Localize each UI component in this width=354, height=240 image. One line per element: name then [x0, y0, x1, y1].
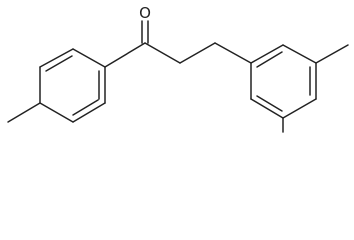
right-ring-inner-bond [256, 95, 283, 112]
right-ring-bond [250, 98, 284, 119]
right-methyl-bond-upper [315, 44, 349, 64]
structure-diagram: O [7, 4, 349, 133]
left-ring-bond [72, 102, 106, 123]
left-ring-bond [72, 48, 106, 68]
ketone-chain [104, 20, 252, 68]
carbonyl-oxygen-label: O [139, 4, 151, 22]
right-ring-bond [250, 44, 284, 64]
right-ring-bond [282, 44, 317, 64]
left-phenyl-ring [39, 48, 106, 123]
right-ring-bond [282, 98, 317, 119]
ch2-to-ring-bond [214, 42, 252, 64]
left-methyl-bond [7, 102, 41, 123]
right-phenyl-ring [250, 44, 317, 119]
molecule-canvas: O [7, 4, 349, 133]
left-ring-inner-bond [45, 55, 73, 72]
ring-to-carbonyl-bond [104, 42, 146, 68]
carbonyl-to-ch2-bond [144, 42, 181, 64]
ch2-to-ch2-bond [179, 42, 216, 64]
left-ring-inner-bond [72, 99, 99, 116]
right-ring-inner-bond [256, 51, 283, 68]
left-ring-bond [39, 102, 74, 123]
left-ring-bond [39, 48, 74, 68]
